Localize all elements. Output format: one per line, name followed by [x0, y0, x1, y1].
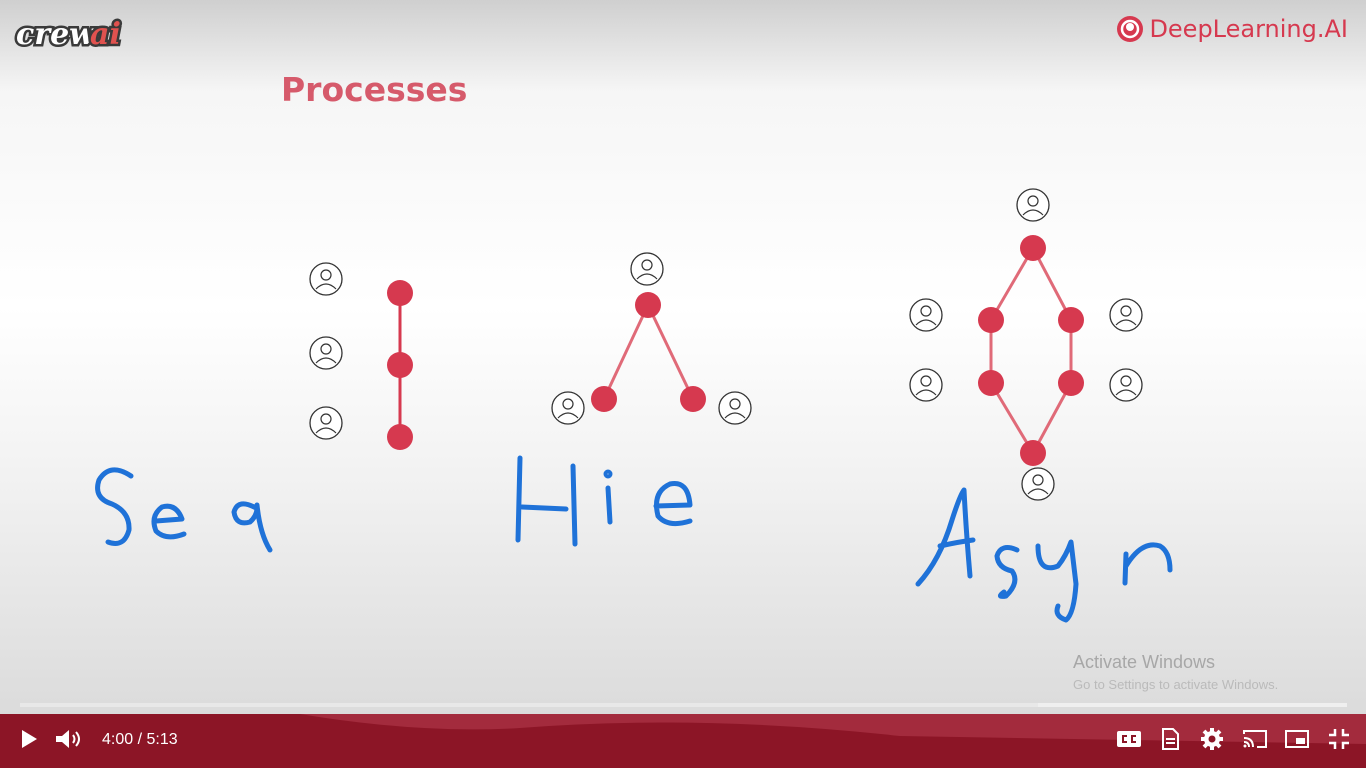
mute-button[interactable] — [54, 726, 84, 752]
agent-icon — [309, 406, 343, 440]
task-node — [1058, 307, 1084, 333]
miniplayer-icon — [1285, 730, 1309, 748]
sequential-diagram — [309, 262, 413, 450]
play-button[interactable] — [16, 726, 42, 752]
agent-icon — [551, 391, 585, 425]
captions-icon — [1117, 731, 1141, 747]
cast-button[interactable] — [1240, 726, 1270, 752]
settings-icon — [1201, 728, 1223, 750]
task-node — [978, 370, 1004, 396]
svg-text:crew: crew — [16, 17, 96, 52]
hierarchical-diagram — [551, 252, 752, 425]
agent-icon — [1016, 188, 1050, 222]
deeplearning-wordmark: DeepLearning.AI — [1149, 15, 1348, 43]
player-controls: 4:00 / 5:13 — [0, 714, 1366, 768]
task-node — [1058, 370, 1084, 396]
agent-icon — [309, 336, 343, 370]
agent-icon — [1109, 368, 1143, 402]
task-node — [978, 307, 1004, 333]
exit-fullscreen-button[interactable] — [1325, 726, 1353, 752]
activate-windows-watermark: Activate Windows Go to Settings to activ… — [1073, 652, 1278, 692]
svg-text:ai: ai — [90, 17, 121, 52]
task-node — [387, 352, 413, 378]
agent-icon — [1021, 467, 1055, 501]
process-diagrams — [95, 188, 1173, 623]
watermark-subtitle: Go to Settings to activate Windows. — [1073, 677, 1279, 692]
miniplayer-button[interactable] — [1283, 726, 1311, 752]
deeplearning-icon — [1117, 16, 1144, 42]
agent-icon — [909, 298, 943, 332]
time-separator: / — [133, 731, 147, 748]
agent-icon — [309, 262, 343, 296]
async-diagram — [909, 188, 1143, 501]
watermark-title: Activate Windows — [1073, 652, 1216, 672]
exit-fullscreen-icon — [1329, 729, 1349, 749]
settings-button[interactable] — [1198, 726, 1226, 752]
handwritten-hie — [515, 455, 693, 547]
task-node — [591, 386, 617, 412]
current-time: 4:00 — [102, 731, 134, 748]
transcript-button[interactable] — [1156, 726, 1184, 752]
agent-icon — [1109, 298, 1143, 332]
transcript-icon — [1162, 728, 1179, 750]
agent-icon — [909, 368, 943, 402]
play-icon — [22, 730, 37, 748]
task-node — [387, 280, 413, 306]
agent-icon — [718, 391, 752, 425]
captions-button[interactable] — [1114, 726, 1144, 752]
control-bar-background — [0, 714, 1366, 768]
task-node — [387, 424, 413, 450]
progress-bar[interactable] — [20, 703, 1347, 707]
task-node — [635, 292, 661, 318]
progress-played — [20, 703, 1038, 707]
duration: 5:13 — [146, 731, 178, 748]
agent-icon — [630, 252, 664, 286]
time-display: 4:00 / 5:13 — [102, 731, 178, 749]
handwritten-asyn — [915, 487, 1173, 623]
handwritten-seq — [95, 467, 273, 553]
task-node — [680, 386, 706, 412]
slide-title: Processes — [281, 70, 468, 109]
volume-icon — [56, 730, 80, 748]
crewai-logo: crew ai — [14, 15, 123, 55]
deeplearning-logo: DeepLearning.AI — [1115, 12, 1348, 46]
task-node — [1020, 440, 1046, 466]
cast-icon — [1243, 730, 1267, 748]
task-node — [1020, 235, 1046, 261]
